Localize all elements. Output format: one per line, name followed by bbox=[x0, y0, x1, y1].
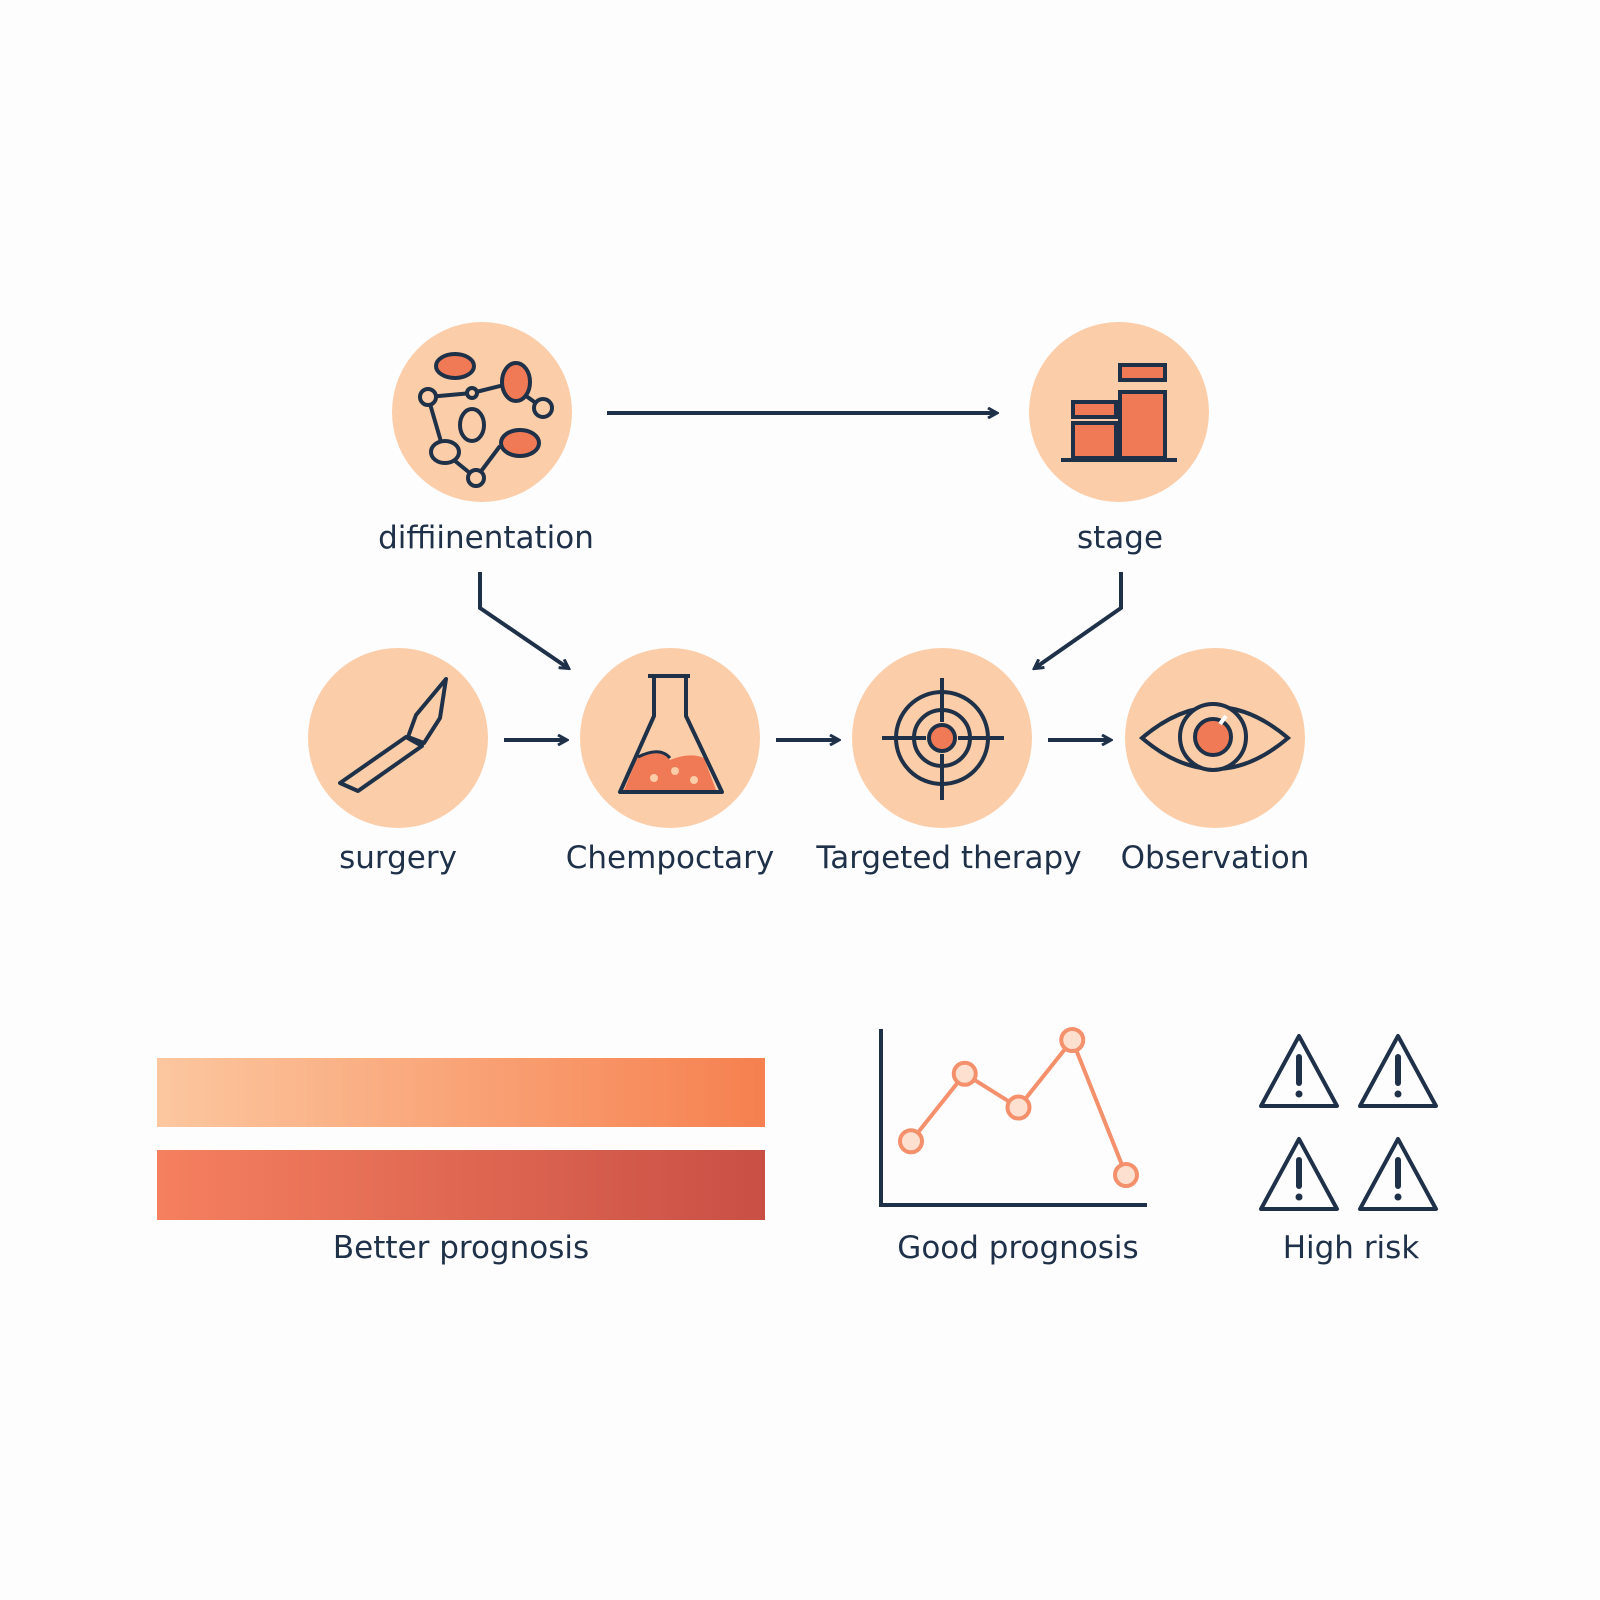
warning-icon bbox=[1259, 1034, 1339, 1108]
observation-label: Observation bbox=[1120, 840, 1310, 876]
node-surgery bbox=[308, 648, 488, 828]
node-chemotherapy bbox=[580, 648, 760, 828]
eye-icon bbox=[1138, 702, 1292, 772]
chart-point-3 bbox=[1005, 1094, 1032, 1121]
differentiation-label: diffiinentation bbox=[378, 520, 594, 556]
flask-icon bbox=[618, 674, 724, 794]
warning-icon bbox=[1259, 1137, 1339, 1211]
chemotherapy-label: Chempoctary bbox=[565, 840, 775, 876]
better-prognosis-label: Better prognosis bbox=[332, 1230, 590, 1266]
prognosis-line-chart bbox=[879, 1027, 1147, 1207]
warning-icon bbox=[1358, 1137, 1438, 1211]
arrow-differentiation-to-chemotherapy bbox=[478, 572, 568, 668]
stage-label: stage bbox=[1076, 520, 1164, 556]
arrow-stage-to-targeted bbox=[1035, 572, 1123, 668]
node-differentiation bbox=[392, 322, 572, 502]
good-prognosis-label: Good prognosis bbox=[897, 1230, 1139, 1266]
surgery-label: surgery bbox=[339, 840, 457, 876]
prognosis-bar-dark bbox=[157, 1150, 765, 1220]
target-icon bbox=[882, 678, 1004, 800]
node-stage bbox=[1029, 322, 1209, 502]
bar-blocks-icon bbox=[1061, 363, 1177, 462]
scalpel-icon bbox=[338, 677, 448, 793]
node-targeted-therapy bbox=[852, 648, 1032, 828]
node-observation bbox=[1125, 648, 1305, 828]
cell-cluster-icon bbox=[418, 352, 554, 488]
targeted-therapy-label: Targeted therapy bbox=[816, 840, 1082, 876]
chart-point-5 bbox=[1113, 1162, 1139, 1188]
surgery-circle bbox=[308, 648, 488, 828]
chart-axes bbox=[879, 1029, 1147, 1207]
warning-icons-group bbox=[1259, 1034, 1438, 1211]
prognosis-bar-light bbox=[157, 1058, 765, 1127]
chart-point-1 bbox=[898, 1128, 924, 1155]
warning-icon bbox=[1358, 1034, 1438, 1108]
chart-point-4 bbox=[1059, 1027, 1086, 1053]
chart-point-2 bbox=[951, 1060, 978, 1087]
high-risk-label: High risk bbox=[1282, 1230, 1420, 1266]
